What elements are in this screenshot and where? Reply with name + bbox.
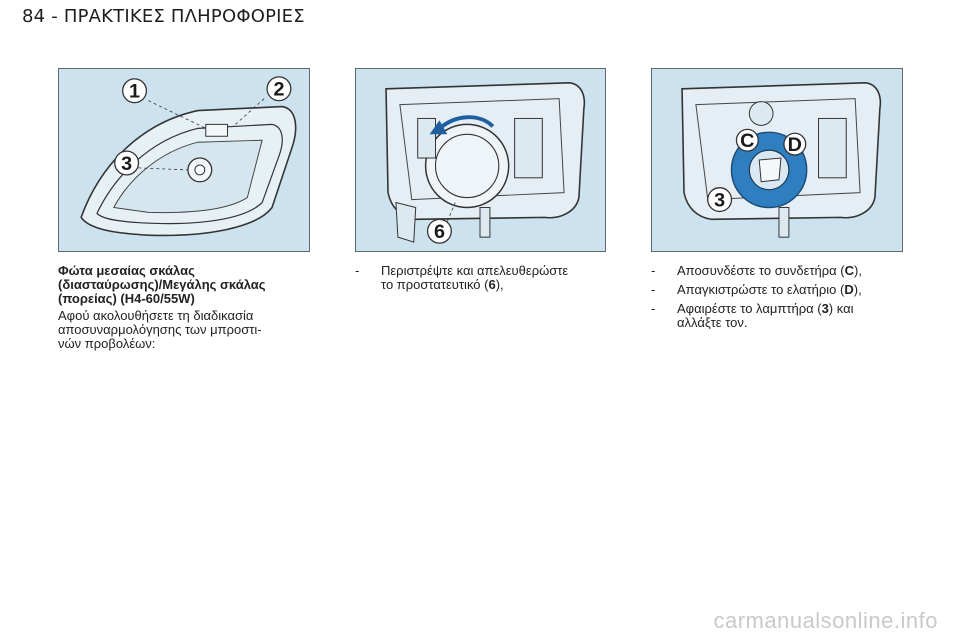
callout-6: 6 [426,218,452,244]
callout-3: 3 [707,187,733,213]
site-watermark: carmanualsonline.info [713,608,938,633]
step-line: Αφαιρέστε το λαμπτήρα (3) και [677,302,906,316]
step-line: Αποσυνδέστε το συνδετήρα (C), [677,264,906,278]
step-item: - Αφαιρέστε το λαμπτήρα (3) και αλλάξτε … [651,302,906,330]
page-title: 84 - ΠΡΑΚΤΙΚΕΣ ΠΛΗΡΟΦΟΡΙΕΣ [22,6,305,27]
svg-text:2: 2 [273,79,284,101]
svg-text:6: 6 [434,221,445,243]
step-ref: C [844,263,854,278]
step-item: - Απαγκιστρώστε το ελατήριο (D), [651,283,906,297]
step-column-2: - Περιστρέψτε και απελευθερώστε το προστ… [355,264,605,297]
step-text: το προστατευτικό ( [381,277,489,292]
step-text: Απαγκιστρώστε το ελατήριο ( [677,282,845,297]
paragraph-line: νών προβολέων: [58,336,156,351]
callout-C: C [735,128,759,152]
step-text: ), [853,263,862,278]
list-dash: - [651,301,656,316]
intro-column: Φώτα μεσαίας σκάλας (διασταύρωσης)/Μεγάλ… [58,264,308,351]
step-line: το προστατευτικό (6), [381,278,605,292]
step-line: Περιστρέψτε και απελευθερώστε [381,263,569,278]
step-ref: 6 [488,277,496,292]
callout-D: D [783,132,807,156]
svg-text:D: D [788,134,802,156]
paragraph-line: αποσυναρμολόγησης των μπροστι- [58,322,262,337]
callout-2: 2 [266,76,292,102]
step-item: - Περιστρέψτε και απελευθερώστε το προστ… [355,264,605,292]
paragraph-line: Αφού ακολουθήσετε τη διαδικασία [58,308,254,323]
step-text: ), [853,282,862,297]
callout-1: 1 [122,78,148,104]
step-line: Απαγκιστρώστε το ελατήριο (D), [677,283,906,297]
svg-text:3: 3 [714,189,725,211]
step-text: Αφαιρέστε το λαμπτήρα ( [677,301,822,316]
svg-text:C: C [740,130,754,152]
svg-text:3: 3 [121,153,132,175]
step-column-3: - Αποσυνδέστε το συνδετήρα (C), - Απαγκι… [651,264,906,335]
headlamp-rear-cover-drawing: 6 [385,82,586,244]
list-dash: - [355,263,360,278]
step-text: ), [495,277,504,292]
title-line: (πορείας) (H4-60/55W) [58,291,195,306]
step-text: ) και [828,301,854,316]
step-line: αλλάξτε τον. [677,315,748,330]
step-ref: D [844,282,854,297]
headlamp-bulb-illustration: C D 3 [651,68,903,252]
step-item: - Αποσυνδέστε το συνδετήρα (C), [651,264,906,278]
list-dash: - [651,282,656,297]
headlamp-front-illustration: 1 2 3 [58,68,310,252]
section-title: Φώτα μεσαίας σκάλας (διασταύρωσης)/Μεγάλ… [58,264,308,306]
headlamp-rear-cover-illustration: 6 [355,68,606,252]
headlamp-front-drawing: 1 2 3 [80,76,297,237]
headlamp-bulb-drawing: C D 3 [681,82,882,238]
step-ref: 3 [821,301,829,316]
intro-paragraph: Αφού ακολουθήσετε τη διαδικασία αποσυναρ… [58,309,308,351]
svg-text:1: 1 [129,81,140,103]
title-line: Φώτα μεσαίας σκάλας [58,263,195,278]
step-text: Αποσυνδέστε το συνδετήρα ( [677,263,845,278]
list-dash: - [651,263,656,278]
title-line: (διασταύρωσης)/Μεγάλης σκάλας [58,277,266,292]
callout-3: 3 [114,150,140,176]
